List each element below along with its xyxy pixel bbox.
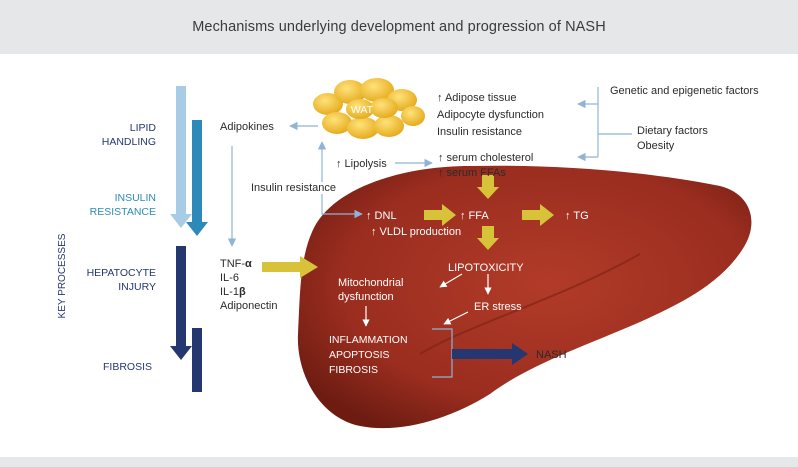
adipokines-label: Adipokines: [220, 121, 274, 133]
serum-line-1: ↑ serum cholesterol: [438, 152, 533, 164]
lipid-handling-bar: [170, 86, 192, 228]
dnl-to-ffa-arrow: [424, 204, 456, 226]
lipotoxicity-label: LIPOTOXICITY: [448, 262, 524, 274]
obesity-label: Obesity: [637, 140, 675, 152]
il1-beta-label: IL-1β: [220, 286, 246, 298]
nash-diagram: KEY PROCESSES LIPID HANDLING INSULIN RES…: [57, 78, 759, 429]
mito-line-1: Mitochondrial: [338, 277, 403, 289]
wat-label: WAT: [351, 104, 374, 116]
outcome-inflammation: INFLAMMATION: [329, 334, 408, 346]
key-processes-label: KEY PROCESSES: [57, 233, 68, 318]
fibrosis-label: FIBROSIS: [103, 361, 152, 373]
liver-shape: [297, 165, 752, 429]
fibrosis-bar: [192, 328, 202, 392]
genetic-factors-label: Genetic and epigenetic factors: [610, 85, 759, 97]
hepatocyte-injury-bar: [170, 246, 192, 360]
process-bars: [170, 86, 208, 392]
serum-line-2: ↑ serum FFAs: [438, 167, 506, 179]
mito-line-2: dysfunction: [338, 291, 394, 303]
insulin-resistance-label-1: INSULIN: [115, 192, 156, 204]
page-title: Mechanisms underlying development and pr…: [192, 19, 606, 35]
footer-bar: [0, 457, 798, 467]
adiponectin-label: Adiponectin: [220, 300, 278, 312]
tg-label: ↑ TG: [565, 210, 589, 222]
serum-to-ffa-arrow: [477, 175, 499, 199]
adipose-line-2: Adipocyte dysfunction: [437, 109, 544, 121]
cytokine-to-liver-arrow: [262, 256, 318, 278]
il6-label: IL-6: [220, 272, 239, 284]
insulin-resistance-text: Insulin resistance: [251, 182, 336, 194]
wat-cluster: [313, 78, 425, 139]
lipolysis-label: ↑ Lipolysis: [336, 158, 387, 170]
outcome-fibrosis: FIBROSIS: [329, 364, 378, 376]
tnf-alpha-label: TNF-α: [220, 258, 252, 270]
dnl-label: ↑ DNL: [366, 210, 397, 222]
header-bar: Mechanisms underlying development and pr…: [0, 0, 798, 54]
insulin-resistance-bar: [186, 120, 208, 236]
thin-blue-arrows: [227, 87, 632, 247]
er-stress-label: ER stress: [474, 301, 522, 313]
adipose-line-3: Insulin resistance: [437, 126, 522, 138]
ffa-to-lipotoxicity-arrow: [477, 226, 499, 250]
insulin-resistance-label-2: RESISTANCE: [90, 206, 156, 218]
ffa-to-tg-arrow: [522, 204, 554, 226]
yellow-arrows: [262, 175, 554, 278]
vldl-label: ↑ VLDL production: [371, 226, 461, 238]
dietary-factors-label: Dietary factors: [637, 125, 708, 137]
liver-lobe-line: [419, 253, 641, 355]
ffa-label: ↑ FFA: [460, 210, 489, 222]
outcome-apoptosis: APOPTOSIS: [329, 349, 390, 361]
nash-label: NASH: [536, 349, 567, 361]
white-arrows: [362, 273, 492, 327]
adipose-line-1: ↑ Adipose tissue: [437, 92, 517, 104]
lipid-handling-label-1: LIPID: [130, 122, 157, 134]
hepatocyte-injury-label-2: INJURY: [118, 281, 156, 293]
hepatocyte-injury-label-1: HEPATOCYTE: [87, 267, 156, 279]
lipid-handling-label-2: HANDLING: [102, 136, 156, 148]
nash-arrow: [452, 343, 528, 365]
